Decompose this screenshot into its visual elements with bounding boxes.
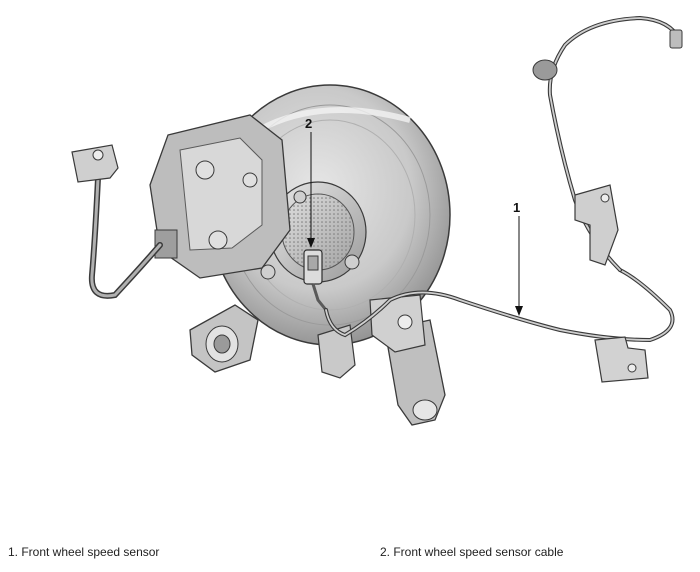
- cable-bracket-lower: [594, 336, 649, 383]
- lower-arm-bushing: [189, 304, 259, 373]
- wheel-speed-sensor: [303, 249, 328, 311]
- legend-item-2: 2. Front wheel speed sensor cable: [380, 545, 564, 559]
- callout-1-number: 1: [513, 200, 520, 215]
- cable-bracket-upper: [574, 184, 619, 266]
- brake-caliper: [149, 114, 291, 279]
- cable-bracket-hub: [369, 294, 426, 353]
- callout-2-number: 2: [305, 116, 312, 131]
- legend-item-1: 1. Front wheel speed sensor: [8, 545, 160, 559]
- left-brake-hose: [71, 144, 163, 299]
- wheel-speed-sensor-diagram: 1 2: [71, 15, 683, 426]
- callout-2: 2: [305, 116, 315, 248]
- callout-1: 1: [513, 200, 523, 316]
